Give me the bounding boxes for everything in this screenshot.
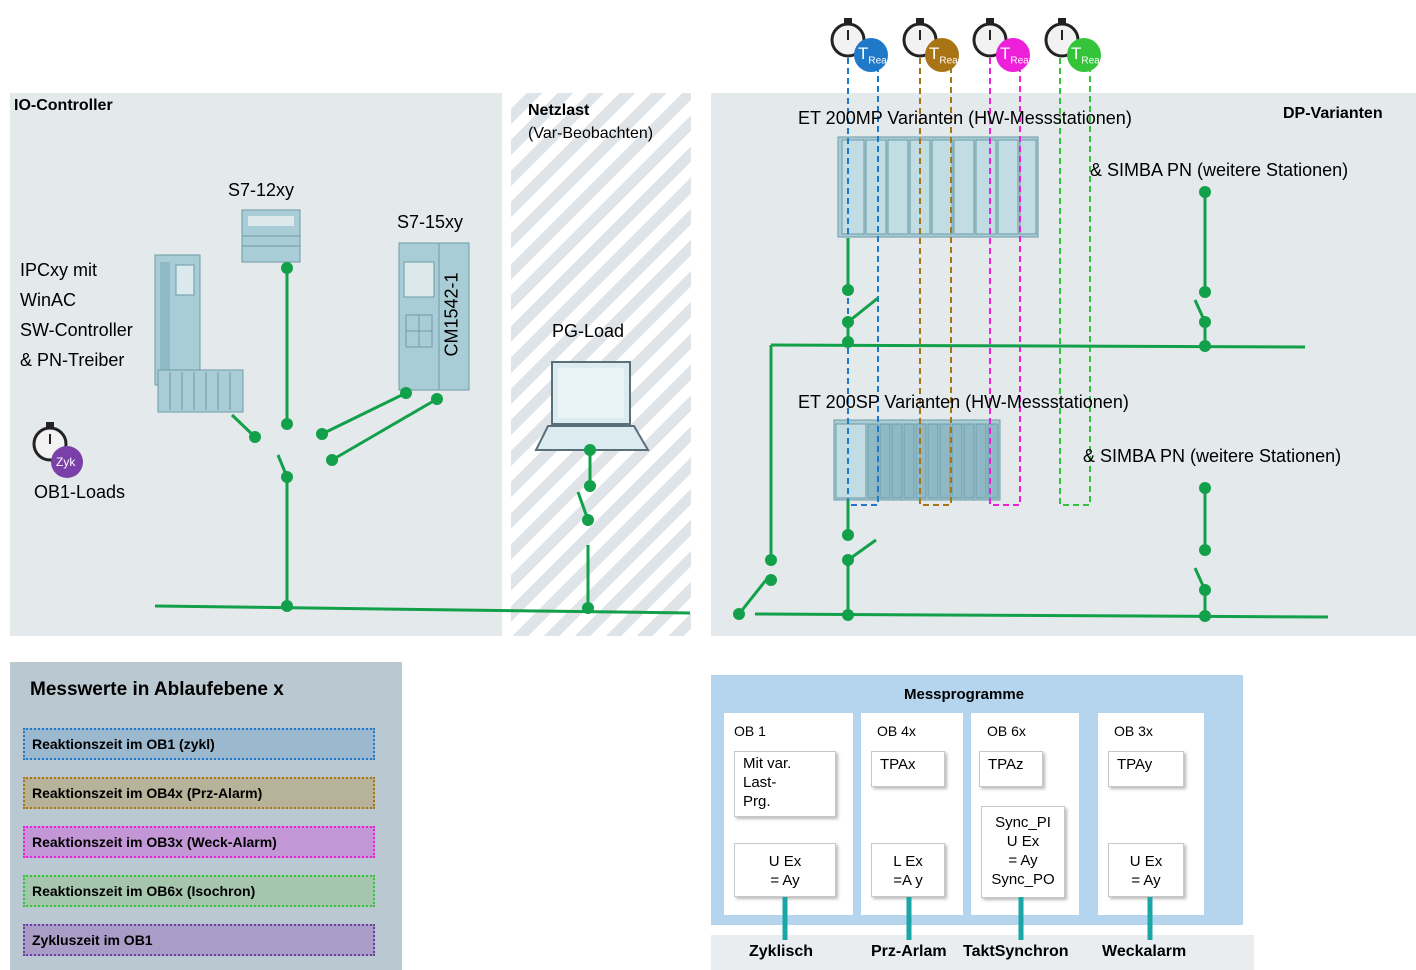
netzlast-sub-label: (Var-Beobachten) bbox=[528, 125, 654, 142]
legend-title: Messwerte in Ablaufebene x bbox=[30, 679, 284, 700]
level-prz-alarm: Prz-Arlam bbox=[871, 943, 947, 960]
timer-badge-magenta bbox=[996, 38, 1030, 72]
timer-label-2: TRea bbox=[929, 44, 958, 67]
legend-item-ob6x: Reaktionszeit im OB6x (Isochron) bbox=[23, 875, 375, 907]
dp-varianten-label: DP-Varianten bbox=[1283, 105, 1383, 122]
level-zyklisch: Zyklisch bbox=[749, 943, 814, 960]
cm1542-label: CM1542-1 bbox=[441, 272, 462, 357]
ob4x-io: L Ex =A y bbox=[871, 843, 945, 897]
legend-item-ob4x: Reaktionszeit im OB4x (Prz-Alarm) bbox=[23, 777, 375, 809]
simba-label-upper: & SIMBA PN (weitere Stationen) bbox=[1090, 160, 1349, 180]
network-diagram bbox=[32, 18, 1329, 622]
pg-load-label: PG-Load bbox=[552, 321, 625, 341]
ob1-title: OB 1 bbox=[734, 723, 766, 739]
ob6x-title: OB 6x bbox=[987, 723, 1026, 739]
dp-varianten-panel bbox=[711, 93, 1416, 636]
ob4x-box: OB 4x TPAx L Ex =A y bbox=[861, 713, 963, 915]
legend-panel: Messwerte in Ablaufebene x bbox=[10, 662, 402, 970]
ipc-label-3: SW-Controller bbox=[20, 320, 133, 340]
messprogramme-title: Messprogramme bbox=[904, 686, 1025, 703]
et200mp-device bbox=[837, 136, 1039, 238]
zyk-badge bbox=[51, 446, 83, 478]
s7-12xy-device bbox=[241, 209, 301, 263]
ob4x-title: OB 4x bbox=[877, 723, 916, 739]
timer-label-1: TRea bbox=[858, 44, 887, 67]
timer-badge-brown bbox=[925, 38, 959, 72]
s7-15xy-device bbox=[398, 242, 470, 391]
timer-label-3: TRea bbox=[1000, 44, 1029, 67]
ob3x-box: OB 3x TPAy U Ex = Ay bbox=[1098, 713, 1204, 915]
simba-label-lower: & SIMBA PN (weitere Stationen) bbox=[1083, 446, 1342, 466]
ob3x-io: U Ex = Ay bbox=[1108, 843, 1184, 897]
level-taktsynchron: TaktSynchron bbox=[963, 943, 1069, 960]
ipc-label-1: IPCxy mit bbox=[20, 260, 98, 280]
loop-ob4x bbox=[919, 58, 952, 506]
ob6x-box: OB 6x TPAz Sync_PI U Ex = Ay Sync_PO bbox=[971, 713, 1079, 915]
et200mp-label: ET 200MP Varianten (HW-Messstationen) bbox=[798, 108, 1132, 128]
loop-ob6x bbox=[1059, 58, 1091, 506]
timer-label-4: TRea bbox=[1071, 44, 1100, 67]
ob1-box: OB 1 Mit var. Last- Prg. U Ex = Ay bbox=[724, 713, 853, 915]
s7-15xy-label: S7-15xy bbox=[397, 212, 464, 232]
legend-item-ob1: Reaktionszeit im OB1 (zykl) bbox=[23, 728, 375, 760]
et200sp-device bbox=[833, 419, 1001, 501]
ob6x-io: Sync_PI U Ex = Ay Sync_PO bbox=[981, 806, 1065, 898]
legend-item-zykluszeit: Zykluszeit im OB1 bbox=[23, 924, 375, 956]
io-controller-label: IO-Controller bbox=[14, 97, 113, 114]
ob1-loads-label: OB1-Loads bbox=[34, 482, 126, 502]
s7-12xy-label: S7-12xy bbox=[228, 180, 295, 200]
timer-badge-green bbox=[1067, 38, 1101, 72]
ipc-label-4: & PN-Treiber bbox=[20, 350, 125, 370]
profinet-network bbox=[154, 192, 1329, 619]
ob3x-title: OB 3x bbox=[1114, 723, 1153, 739]
ob4x-program: TPAx bbox=[871, 751, 945, 787]
level-weckalarm: Weckalarm bbox=[1102, 943, 1187, 960]
ob6x-program: TPAz bbox=[979, 751, 1043, 787]
et200sp-label: ET 200SP Varianten (HW-Messstationen) bbox=[798, 392, 1129, 412]
network-nodes bbox=[249, 186, 1211, 622]
messprogramme-bottom-bar bbox=[711, 935, 1254, 970]
ob1-io: U Ex = Ay bbox=[734, 843, 836, 897]
ob1-program: Mit var. Last- Prg. bbox=[734, 751, 836, 817]
zyk-label: Zyk bbox=[56, 455, 76, 469]
loop-ob3x bbox=[989, 58, 1021, 506]
ipc-device bbox=[154, 254, 244, 413]
pg-laptop-device bbox=[534, 361, 650, 451]
legend-item-ob3x: Reaktionszeit im OB3x (Weck-Alarm) bbox=[23, 826, 375, 858]
ipc-label-2: WinAC bbox=[20, 290, 77, 310]
netzlast-label: Netzlast bbox=[528, 102, 590, 119]
ob3x-program: TPAy bbox=[1108, 751, 1184, 787]
timer-badge-blue bbox=[854, 38, 888, 72]
